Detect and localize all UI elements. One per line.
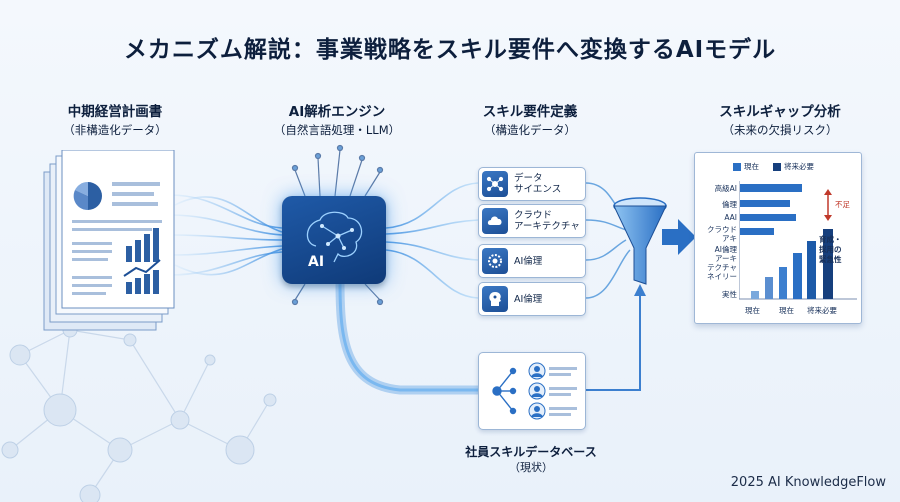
gear-brain-icon xyxy=(482,248,508,274)
shortage-label: 不足 xyxy=(835,200,850,209)
skill-item-ai-ethics-2: AI倫理 xyxy=(478,282,586,316)
brain-circuit-icon xyxy=(306,211,363,263)
skills-title: スキル要件定義 xyxy=(482,104,578,120)
row-label: 高級AI xyxy=(714,184,737,193)
row-label: 実性 xyxy=(722,290,737,299)
engine-title: AI解析エンジン xyxy=(288,104,386,120)
chip-label: AI xyxy=(308,254,325,270)
bar-current xyxy=(740,228,774,235)
bar-future xyxy=(793,253,802,299)
legend-label: 将来必要 xyxy=(784,162,814,171)
skill-item-data-science: データ サイエンス xyxy=(478,167,586,201)
background-network xyxy=(1,322,277,502)
x-label: 現在 xyxy=(779,306,794,315)
network-icon xyxy=(482,171,508,197)
skill-item-label: AI倫理 xyxy=(514,293,543,305)
skills-subtitle: （構造化データ） xyxy=(484,123,576,137)
bar-future xyxy=(807,241,816,299)
bar-future xyxy=(751,291,759,299)
skill-gap-chart-panel: 現在 将来必要 高級AI 倫理 AAI クラウド アキ AI倫理 アーキ テクチ… xyxy=(694,152,862,324)
arrow-right-icon xyxy=(662,219,696,255)
row-label: AI倫理 アーキ テクチャ ネイリー xyxy=(707,245,737,281)
legend-swatch-future xyxy=(773,162,781,171)
plan-subtitle: （非構造化データ） xyxy=(63,123,167,137)
bar-current xyxy=(740,200,790,207)
funnel-icon xyxy=(613,197,667,285)
gap-subtitle: （未来の欠損リスク） xyxy=(722,123,838,137)
row-label: 倫理 xyxy=(722,200,737,209)
bar-future xyxy=(779,267,787,299)
legend-swatch-current xyxy=(733,162,741,171)
legend-current: 現在 xyxy=(733,161,759,172)
row-label: クラウド アキ xyxy=(707,225,737,243)
footer-credit: 2025 AI KnowledgeFlow xyxy=(730,475,886,490)
skills-header: スキル要件定義 （構造化データ） xyxy=(455,103,605,139)
document-stack-icon xyxy=(43,150,175,331)
legend-future: 将来必要 xyxy=(773,161,814,172)
legend-label: 現在 xyxy=(744,162,759,171)
database-header: 社員スキルデータベース （現状） xyxy=(456,444,606,476)
chart-legend: 現在 将来必要 xyxy=(733,161,814,172)
skill-item-label: クラウド アーキテクチャ xyxy=(514,210,580,232)
row-label: AAI xyxy=(724,213,737,222)
shortage-arrow-icon xyxy=(824,189,832,221)
cloud-icon xyxy=(482,208,508,234)
ai-chip: AI xyxy=(282,196,386,284)
skill-item-label: AI倫理 xyxy=(514,255,543,267)
gap-title: スキルギャップ分析 xyxy=(719,104,841,120)
bar-current xyxy=(740,214,796,221)
engine-header: AI解析エンジン （自然言語処理・LLM） xyxy=(262,103,412,139)
skill-item-ai-ethics-1: AI倫理 xyxy=(478,244,586,278)
plan-header: 中期経営計画書 （非構造化データ） xyxy=(50,103,180,139)
database-title: 社員スキルデータベース xyxy=(465,445,597,459)
x-label: 現在 xyxy=(745,306,760,315)
gap-header: スキルギャップ分析 （未来の欠損リスク） xyxy=(700,103,860,139)
gap-bars xyxy=(739,181,857,300)
engine-subtitle: （自然言語処理・LLM） xyxy=(273,123,401,137)
skill-item-label: データ サイエンス xyxy=(514,173,562,195)
plan-title: 中期経営計画書 xyxy=(67,104,163,120)
bar-future xyxy=(765,277,773,299)
skill-item-cloud-architecture: クラウド アーキテクチャ xyxy=(478,204,586,238)
employee-network-icon xyxy=(492,362,577,420)
bar-future xyxy=(823,229,833,299)
page-title: メカニズム解説：事業戦略をスキル要件へ変換するAIモデル xyxy=(123,37,777,63)
urgency-label: 育成・ 採用の 緊急性 xyxy=(819,235,842,264)
database-subtitle: （現状） xyxy=(509,461,553,474)
x-label: 将来必要 xyxy=(807,306,837,315)
employee-database-card xyxy=(478,352,586,430)
bar-current xyxy=(740,184,802,192)
ai-head-icon xyxy=(482,286,508,312)
